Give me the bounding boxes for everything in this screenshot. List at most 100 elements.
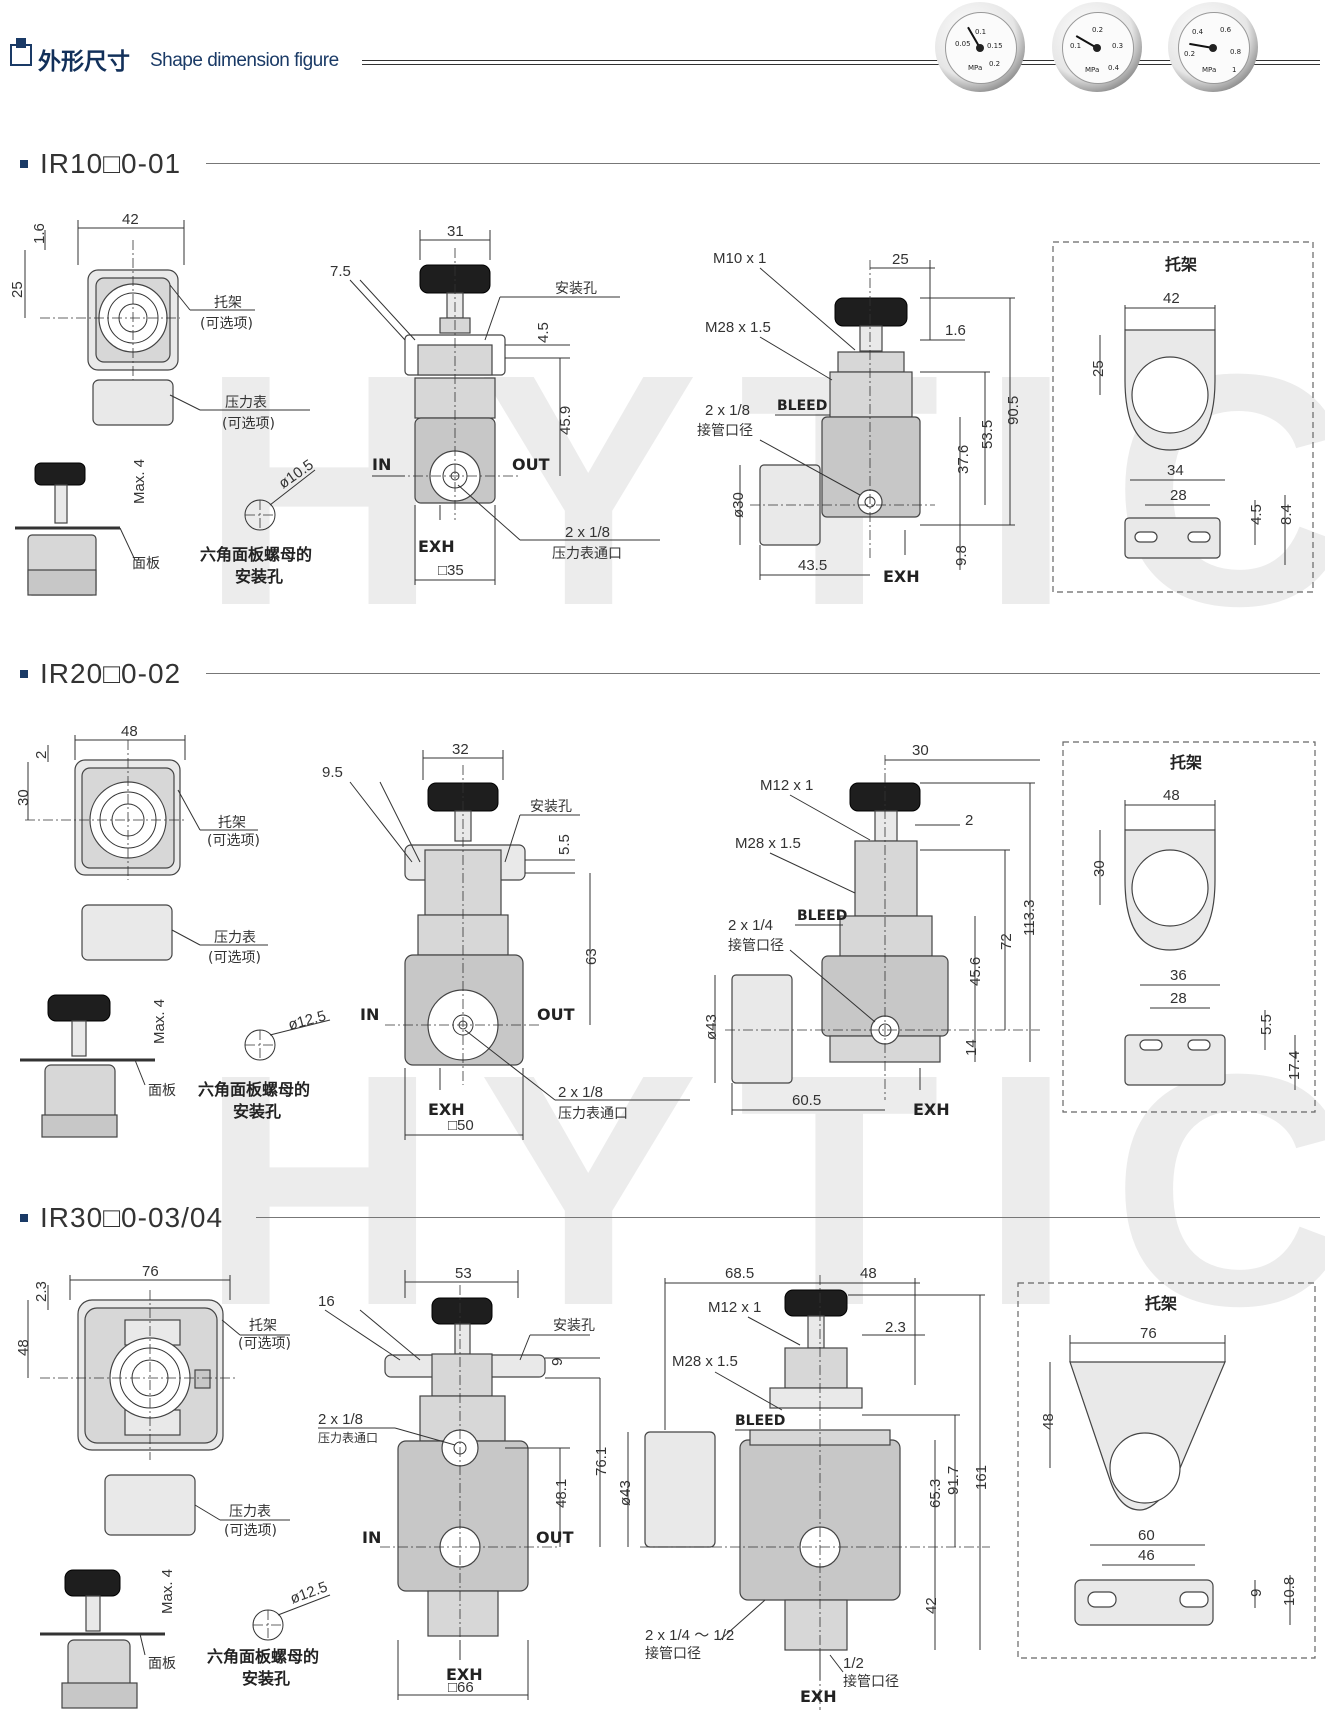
label-max4: Max. 4 <box>151 999 168 1044</box>
label-panel: 面板 <box>148 1656 176 1672</box>
section-title-ir30: IR30□0-03/04 <box>20 1202 1320 1233</box>
dim-text: 48 <box>860 1265 877 1282</box>
dim-text: 37.6 <box>955 445 972 474</box>
label-bleed: BLEED <box>777 398 827 414</box>
dim-text: 60 <box>1138 1527 1155 1544</box>
dim-text: 43.5 <box>798 557 827 574</box>
dim-text: 68.5 <box>725 1265 754 1282</box>
label-optional: (可选项) <box>208 950 261 966</box>
dim-text: 1.6 <box>945 322 966 339</box>
dim-text: 2 x 1/4 ～ 1/2 <box>645 1627 734 1644</box>
dim-text: 48.1 <box>553 1479 570 1508</box>
ir20-panel-view: Max. 4 面板 <box>20 994 176 1138</box>
dim-text: 4.5 <box>1248 504 1265 525</box>
ir10-top-view: 42 1.6 25 托架 (可选项) 压力表 (可选项) <box>9 211 310 432</box>
dim-text: 2 x 1/8 <box>565 524 610 541</box>
label-mount-hole: 安装孔 <box>555 281 597 297</box>
dim-text: 4.5 <box>535 322 552 343</box>
dim-text: 42 <box>1163 290 1180 307</box>
dim-text: 25 <box>9 281 26 298</box>
dim-text: 2.3 <box>885 1319 906 1336</box>
label-bracket: 托架 <box>249 1318 277 1334</box>
dim-text: 72 <box>998 933 1015 950</box>
dim-text: 9 <box>549 1358 566 1366</box>
label-thread: M12 x 1 <box>708 1299 761 1316</box>
label-thread: M28 x 1.5 <box>705 319 771 336</box>
label-bracket: 托架 <box>1165 255 1197 274</box>
label-optional: (可选项) <box>207 833 260 849</box>
dim-text: 76 <box>1140 1325 1157 1342</box>
header-square-fill-icon <box>16 38 26 48</box>
header-title-en: Shape dimension figure <box>150 50 339 71</box>
dim-text: □66 <box>448 1679 474 1696</box>
label-exh: EXH <box>800 1687 837 1706</box>
dim-text: 2 x 1/8 <box>318 1411 363 1428</box>
dim-text: ø43 <box>703 1014 720 1040</box>
label-max4: Max. 4 <box>131 459 148 504</box>
label-thread: M12 x 1 <box>760 777 813 794</box>
dim-text: 28 <box>1170 990 1187 1007</box>
dim-text: 45.6 <box>967 957 984 986</box>
dim-text: 76 <box>142 1263 159 1280</box>
pressure-gauge-icon: 0.1 0.2 0.3 0.4 MPa <box>1052 2 1142 92</box>
label-thread: M28 x 1.5 <box>672 1353 738 1370</box>
label-optional: (可选项) <box>200 316 253 332</box>
dim-text: 2.3 <box>33 1281 50 1302</box>
dim-text: 34 <box>1167 462 1184 479</box>
label-gauge-port: 压力表通口 <box>558 1106 628 1122</box>
label-in: IN <box>362 1528 381 1547</box>
label-bracket: 托架 <box>214 295 242 311</box>
ir10-front-view: 31 7.5 安装孔 4.5 45.9 IN OUT EXH □35 2 x 1… <box>330 223 660 585</box>
dim-text: □35 <box>438 562 464 579</box>
label-in: IN <box>360 1005 379 1024</box>
label-mount-hole: 安装孔 <box>553 1318 595 1334</box>
ir30-top-view: 76 2.3 48 托架 (可选项) 压力表 (可选项) <box>15 1263 291 1539</box>
dim-text: 14 <box>963 1039 980 1056</box>
label-hex-nut: 六角面板螺母的 <box>207 1647 319 1666</box>
dim-text: 60.5 <box>792 1092 821 1109</box>
label-bracket: 托架 <box>1145 1294 1177 1313</box>
ir20-side-view: 30 M12 x 1 M28 x 1.5 2 113.3 72 45.6 14 … <box>703 742 1040 1119</box>
dim-text: ø10.5 <box>276 456 317 492</box>
dim-text: 30 <box>1091 860 1108 877</box>
dim-text: 1.6 <box>31 223 48 244</box>
dim-text: ø30 <box>730 492 747 518</box>
dim-text: ø12.5 <box>286 1007 327 1033</box>
label-bracket: 托架 <box>1170 753 1202 772</box>
label-thread: M28 x 1.5 <box>735 835 801 852</box>
dim-text: 9.8 <box>953 545 970 566</box>
dim-text: 48 <box>1040 1413 1057 1430</box>
dim-text: 2 x 1/4 <box>728 917 773 934</box>
dim-text: ø43 <box>617 1480 634 1506</box>
dim-text: 76.1 <box>593 1447 610 1476</box>
dim-text: 25 <box>1090 360 1107 377</box>
label-hex-nut: 六角面板螺母的 <box>198 1080 310 1099</box>
dim-text: 48 <box>1163 787 1180 804</box>
label-pipe-port: 接管口径 <box>645 1645 701 1662</box>
dim-text: 46 <box>1138 1547 1155 1564</box>
dim-text: 2 <box>965 812 973 829</box>
header-rule <box>362 60 1320 65</box>
dim-text: □50 <box>448 1117 474 1134</box>
label-in: IN <box>372 455 391 474</box>
ir10-panel-view: Max. 4 面板 <box>15 459 160 596</box>
label-max4: Max. 4 <box>159 1569 176 1614</box>
ir10-bracket: 托架 42 25 34 28 4.5 8.4 <box>1052 241 1314 593</box>
dim-text: 1/2 <box>843 1655 864 1672</box>
label-mount-hole: 安装孔 <box>530 799 572 815</box>
dim-text: 10.8 <box>1281 1577 1298 1606</box>
label-gauge-port: 压力表通口 <box>318 1431 378 1445</box>
ir30-side-view: 68.5 48 M12 x 1 M28 x 1.5 2.3 161 91.7 6… <box>617 1265 990 1710</box>
dim-text: 65.3 <box>927 1479 944 1508</box>
section-title-ir20: IR20□0-02 <box>20 658 1320 689</box>
ir10-hex-nut: ø10.5 六角面板螺母的 安装孔 <box>200 456 317 586</box>
dim-text: 36 <box>1170 967 1187 984</box>
pressure-gauge-icon: 0.2 0.4 0.6 0.8 1 MPa <box>1168 2 1258 92</box>
label-hex-nut: 安装孔 <box>235 567 283 586</box>
dim-text: 2 x 1/8 <box>558 1084 603 1101</box>
header-title-cn: 外形尺寸 <box>38 49 130 75</box>
dim-text: 9.5 <box>322 764 343 781</box>
ir30-panel-view: Max. 4 面板 <box>40 1569 176 1709</box>
dim-text: 5.5 <box>1258 1014 1275 1035</box>
